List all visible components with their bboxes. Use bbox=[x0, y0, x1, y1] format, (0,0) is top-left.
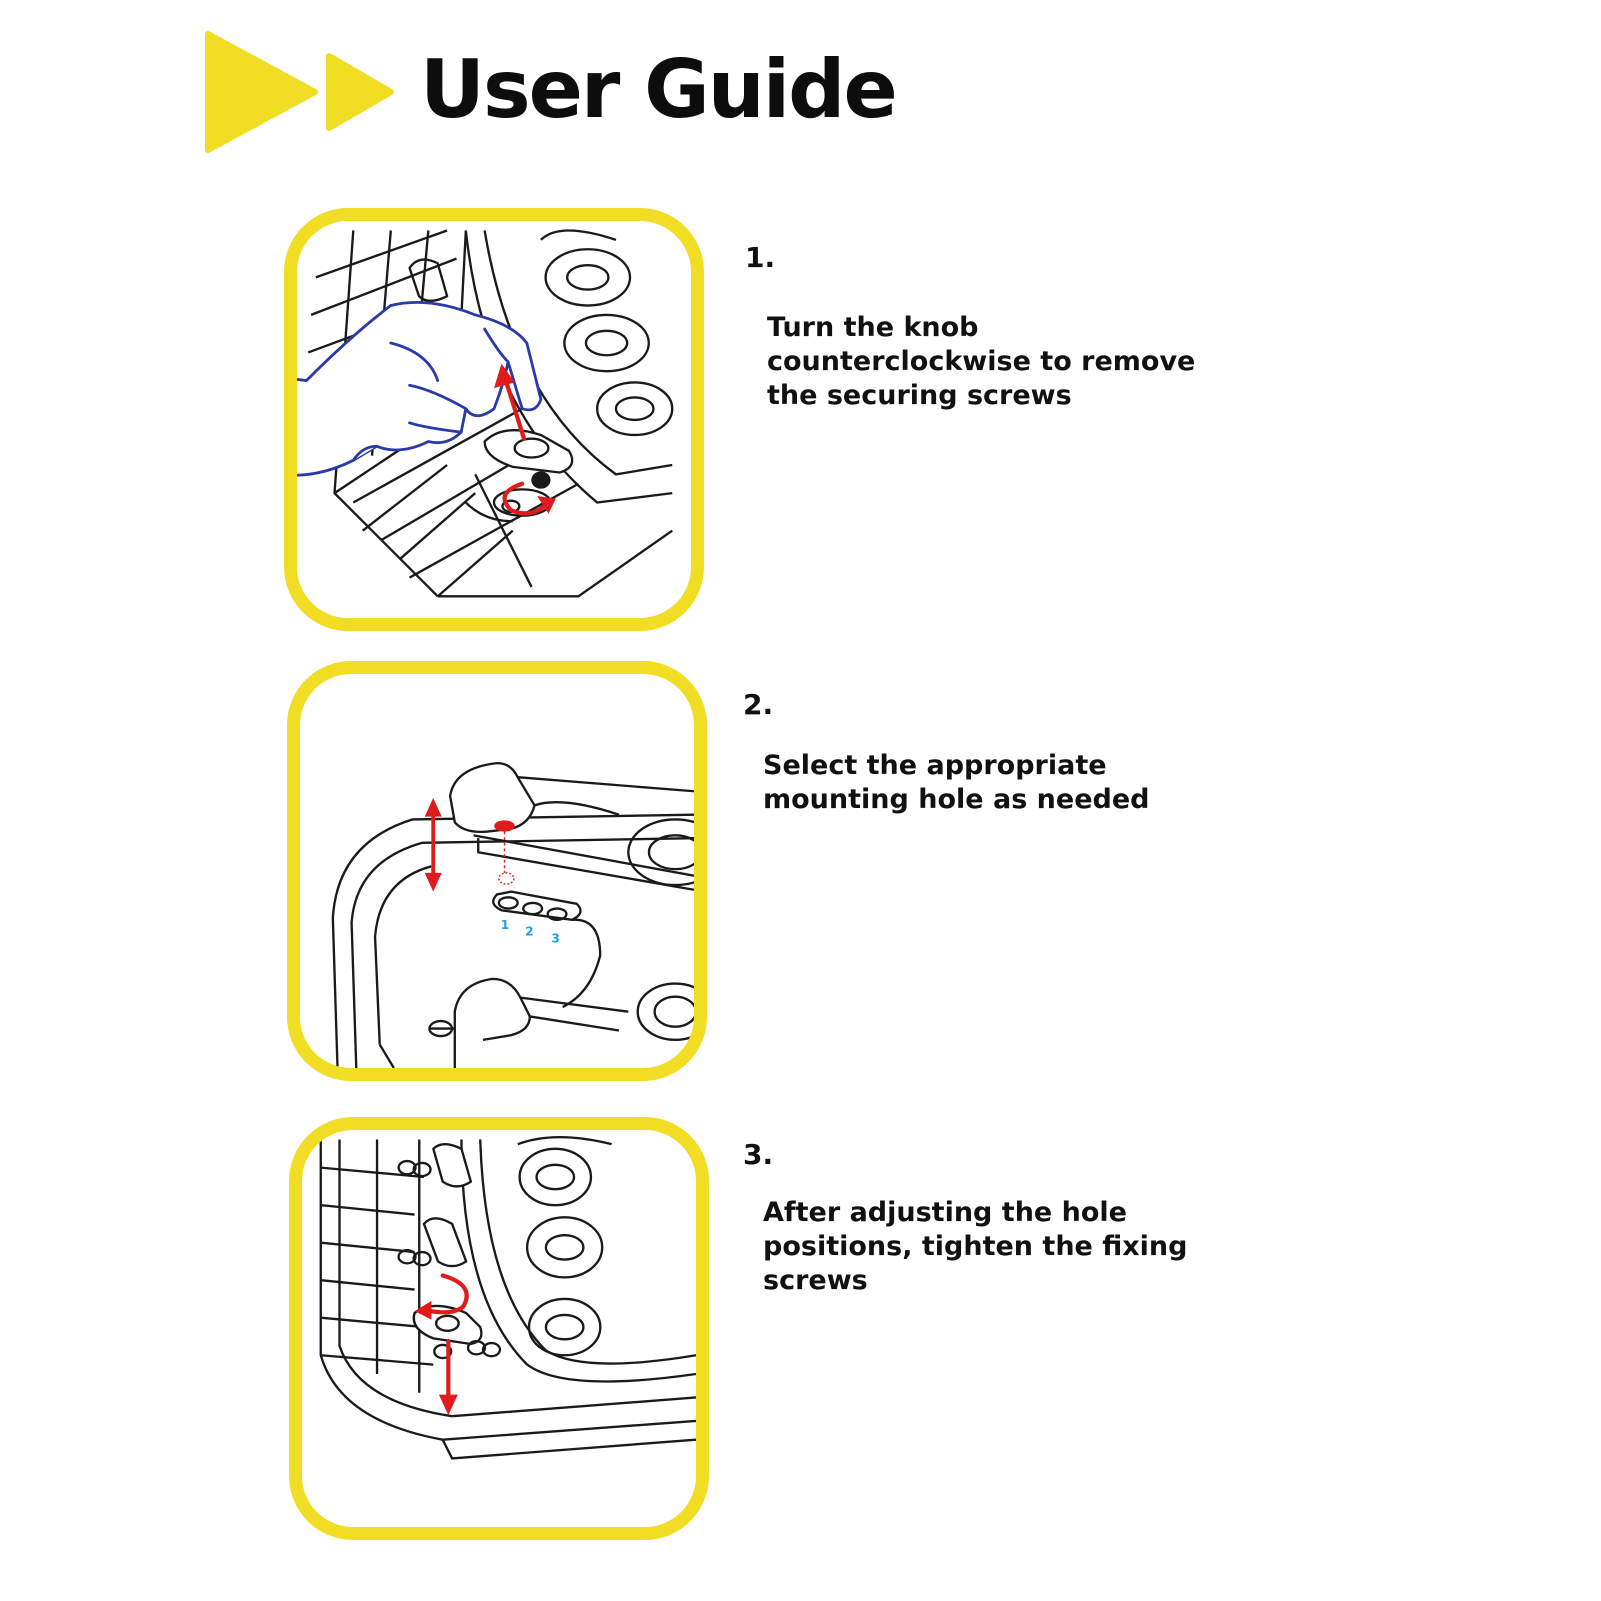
double-play-arrow-icon bbox=[205, 31, 394, 153]
step-2-number: 2. bbox=[743, 688, 774, 721]
step-2-illustration-frame: 1 2 3 bbox=[287, 661, 707, 1081]
step-2-text: Select the appropriate mounting hole as … bbox=[763, 750, 1150, 815]
tighten-screw-icon bbox=[319, 1135, 696, 1460]
step-3-number: 3. bbox=[743, 1138, 774, 1171]
knob-removal-icon bbox=[297, 229, 674, 598]
hole-label-1: 1 bbox=[501, 918, 509, 932]
step-1-text: Turn the knob counterclockwise to remove… bbox=[767, 312, 1196, 411]
step-1-illustration-frame bbox=[284, 208, 704, 631]
step-3-illustration-frame bbox=[289, 1117, 709, 1540]
hole-label-3: 3 bbox=[551, 931, 559, 945]
mounting-hole-icon: 1 2 3 bbox=[331, 761, 694, 1068]
header bbox=[205, 30, 405, 154]
step-3-text: After adjusting the hole positions, tigh… bbox=[763, 1197, 1188, 1296]
page-title: User Guide bbox=[420, 43, 898, 136]
hole-label-2: 2 bbox=[525, 925, 533, 939]
step-1-number: 1. bbox=[745, 241, 776, 274]
